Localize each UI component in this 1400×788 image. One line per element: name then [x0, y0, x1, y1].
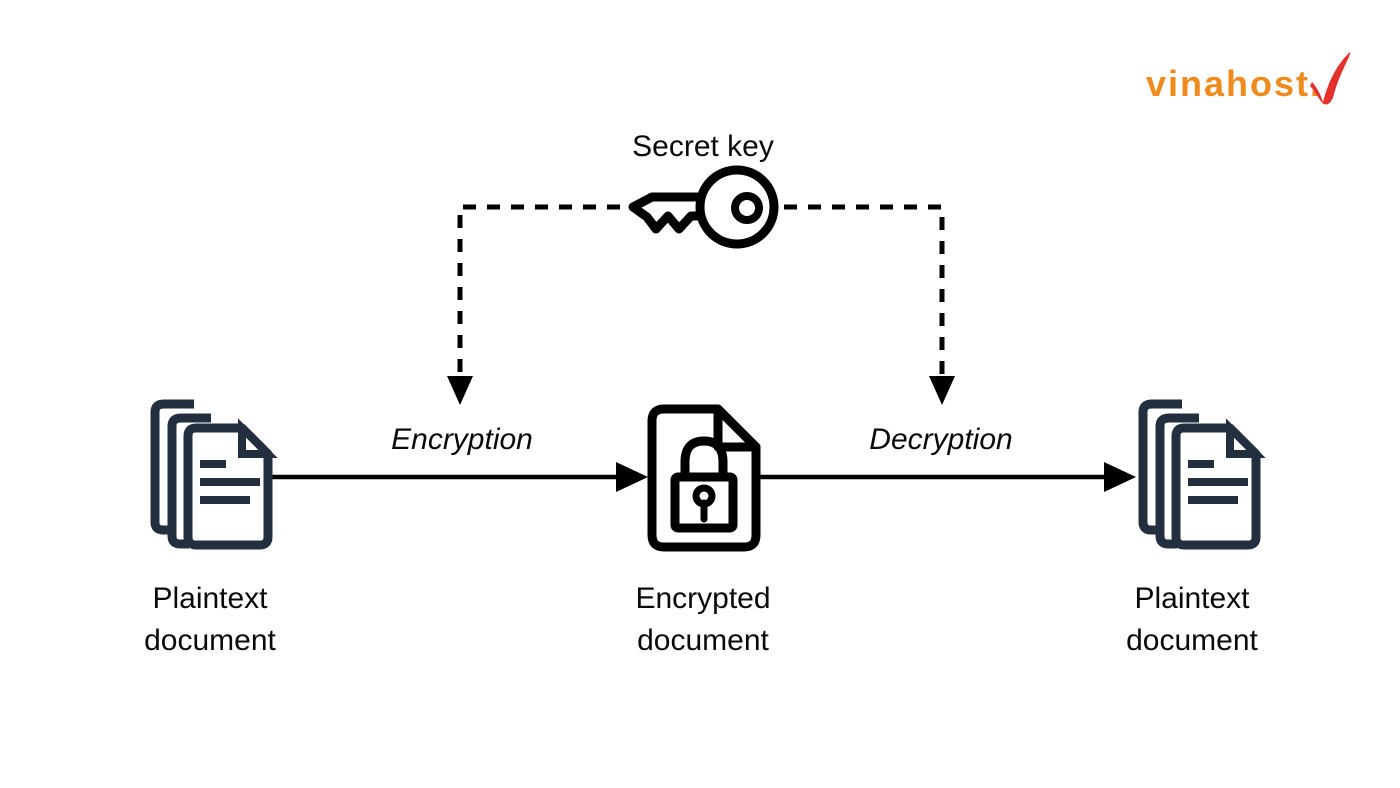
document-lock-icon	[647, 404, 761, 552]
document-stack-icon	[1143, 404, 1256, 545]
flow-arrow-decrypt	[758, 462, 1136, 492]
vinahost-logo: vinahost.	[1146, 52, 1364, 108]
label-line: Plaintext	[1134, 582, 1250, 615]
label-line: document	[144, 624, 276, 657]
label-line: Encrypted	[635, 582, 771, 615]
logo-text: vinahost.	[1146, 63, 1323, 104]
flow-arrow-encrypt	[268, 462, 648, 492]
plaintext-left-label: Plaintext document	[144, 578, 276, 662]
document-stack-icon	[155, 404, 268, 545]
key-to-decryption-dashed-arrow	[784, 204, 955, 405]
encrypted-label: Encrypted document	[635, 578, 770, 662]
secret-key-label: Secret key	[632, 130, 774, 163]
label-line: Plaintext	[152, 582, 268, 615]
encryption-label: Encryption	[391, 423, 533, 456]
decryption-label: Decryption	[869, 423, 1013, 456]
key-icon	[628, 165, 779, 249]
red-check-icon	[1310, 52, 1351, 105]
label-line: document	[637, 624, 769, 657]
label-line: document	[1126, 624, 1258, 657]
plaintext-right-label: Plaintext document	[1126, 578, 1258, 662]
key-to-encryption-dashed-arrow	[447, 204, 620, 405]
